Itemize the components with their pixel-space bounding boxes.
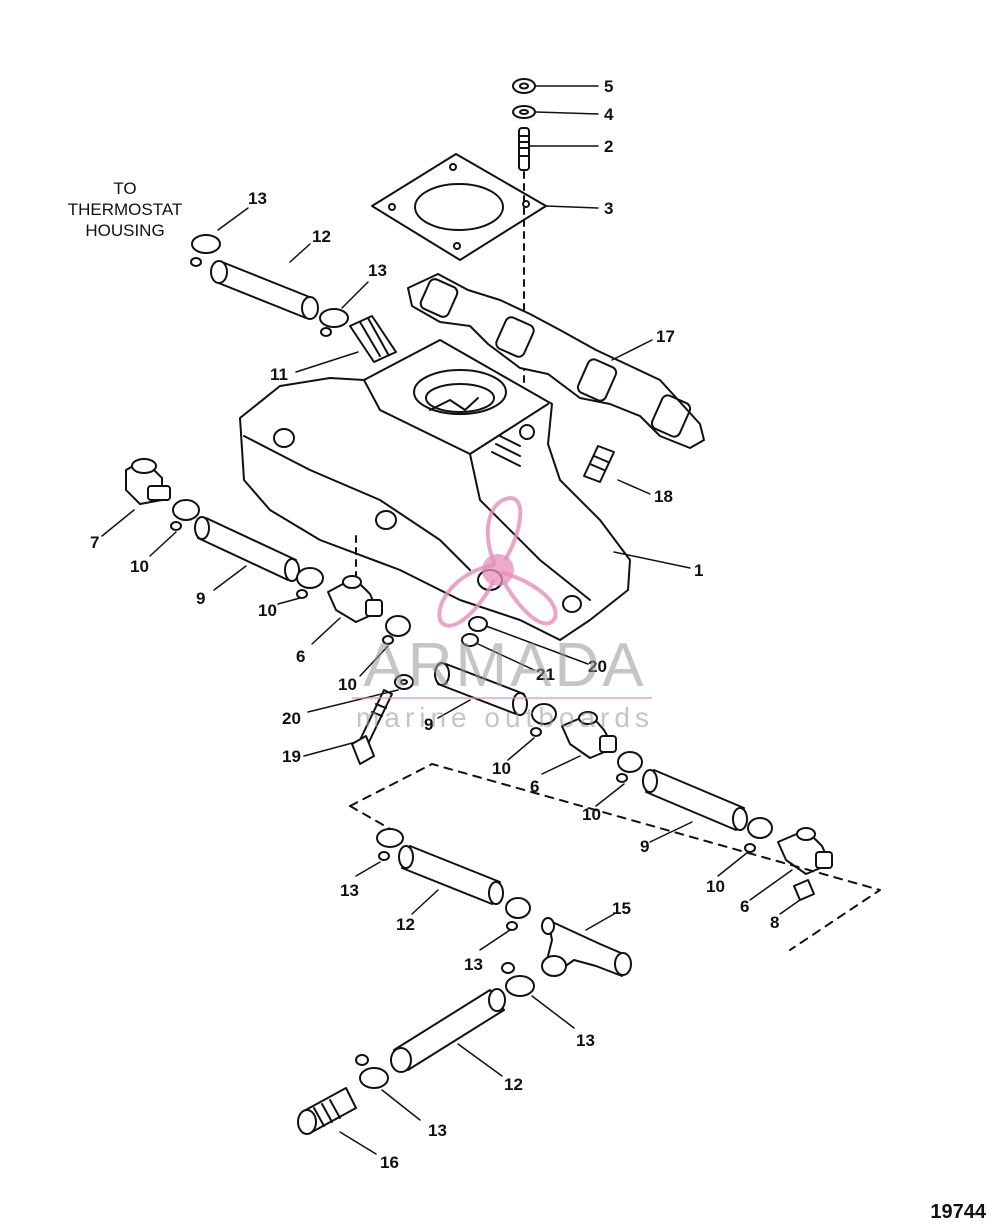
part-10-clamp-b (296, 567, 324, 599)
note-line-3: HOUSING (85, 221, 165, 240)
part-4-washer (512, 105, 536, 119)
part-20-washer-b (468, 616, 488, 632)
part-11-fitting (349, 315, 397, 363)
callout-1: 1 (694, 561, 703, 580)
callout-10: 10 (258, 601, 277, 620)
callout-13: 13 (340, 881, 359, 900)
part-13-clamp-b (319, 308, 349, 337)
callout-4: 4 (604, 105, 614, 124)
part-20-washer-a (394, 674, 414, 690)
part-10-clamp-d (530, 703, 557, 737)
callout-12: 12 (396, 915, 415, 934)
callout-10: 10 (492, 759, 511, 778)
part-13-clamp-f (355, 1054, 389, 1089)
part-13-clamp-d (505, 897, 531, 931)
callout-16: 16 (380, 1153, 399, 1172)
part-10-clamp-e (616, 751, 643, 783)
part-6-tee-b (561, 711, 617, 759)
callout-12: 12 (312, 227, 331, 246)
part-6-tee-a (327, 575, 383, 623)
callout-15: 15 (612, 899, 631, 918)
part-13-clamp-c (376, 828, 404, 861)
callout-20: 20 (282, 709, 301, 728)
callout-19: 19 (282, 747, 301, 766)
part-8-plug (793, 879, 815, 901)
callout-10: 10 (582, 805, 601, 824)
callout-18: 18 (654, 487, 673, 506)
callout-12: 12 (504, 1075, 523, 1094)
part-10-clamp-f (744, 817, 773, 853)
part-10-clamp-a (170, 499, 200, 531)
part-18-stud (583, 445, 615, 483)
callout-3: 3 (604, 199, 613, 218)
part-13-clamp-a (190, 234, 221, 267)
callout-13: 13 (576, 1031, 595, 1050)
thermostat-housing-note: TO THERMOSTAT HOUSING (40, 178, 210, 241)
callout-8: 8 (770, 913, 779, 932)
watermark-brand: ARMADA (363, 631, 647, 700)
part-5-nut (512, 78, 536, 94)
part-12-hose-c (390, 988, 506, 1073)
part-9-hose-a (194, 516, 300, 582)
part-15-tee-connector (541, 917, 632, 977)
part-10-clamp-c (382, 615, 411, 645)
callout-2: 2 (604, 137, 613, 156)
watermark-tagline: marine outboards (356, 702, 654, 733)
callout-13: 13 (428, 1121, 447, 1140)
callout-20: 20 (588, 657, 607, 676)
callout-6: 6 (296, 647, 305, 666)
callout-10: 10 (130, 557, 149, 576)
callout-13: 13 (248, 189, 267, 208)
callout-9: 9 (424, 715, 433, 734)
watermark-propeller-logo (437, 495, 558, 628)
part-13-clamp-e (501, 962, 535, 997)
callout-10: 10 (338, 675, 357, 694)
callout-13: 13 (464, 955, 483, 974)
part-19-bolt (351, 689, 393, 765)
callout-21: 21 (536, 665, 555, 684)
figure-number: 19744 (930, 1201, 986, 1223)
callout-17: 17 (656, 327, 675, 346)
note-line-2: THERMOSTAT (67, 200, 183, 219)
watermark-divider (352, 697, 652, 699)
part-7-elbow (125, 458, 171, 505)
part-12-hose-top (210, 260, 319, 320)
part-6-tee-c (777, 827, 833, 875)
part-12-hose-b (398, 845, 504, 905)
callout-7: 7 (90, 533, 99, 552)
callout-9: 9 (640, 837, 649, 856)
callout-11: 11 (270, 365, 288, 384)
part-2-stud (518, 127, 530, 171)
part-21-washer (461, 633, 479, 647)
part-1-exhaust-manifold (239, 339, 631, 641)
note-line-1: TO (113, 179, 137, 198)
callout-5: 5 (604, 77, 613, 96)
callout-6: 6 (740, 897, 749, 916)
callout-13: 13 (368, 261, 387, 280)
part-16-fitting (297, 1087, 357, 1135)
callout-6: 6 (530, 777, 539, 796)
callout-10: 10 (706, 877, 725, 896)
callout-9: 9 (196, 589, 205, 608)
part-9-hose-c (642, 769, 748, 831)
part-17-exhaust-gasket (407, 273, 705, 449)
